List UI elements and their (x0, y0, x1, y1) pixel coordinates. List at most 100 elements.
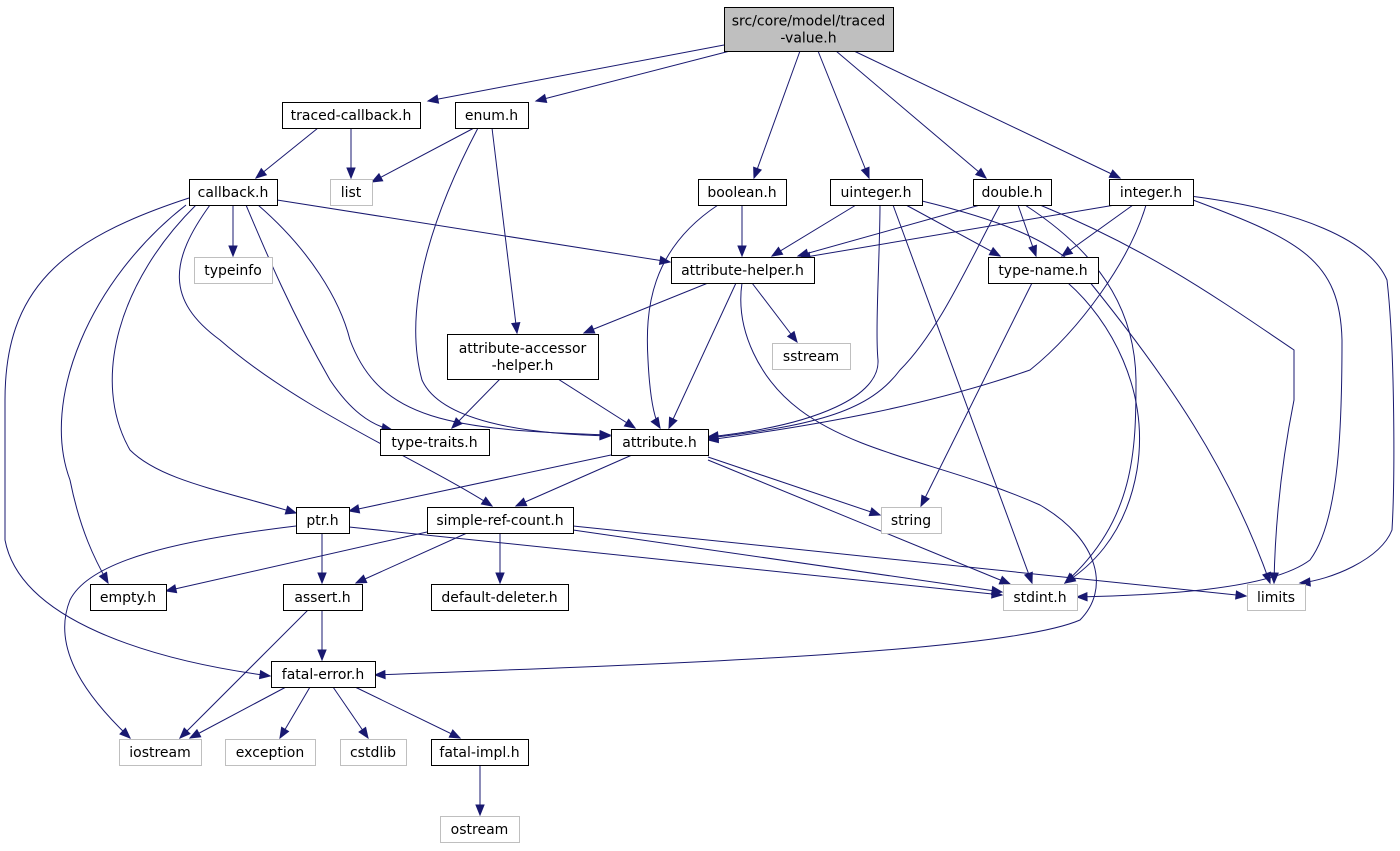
node-boolean[interactable]: boolean.h (698, 179, 787, 206)
node-type-name[interactable]: type-name.h (988, 257, 1099, 284)
node-box (830, 179, 923, 206)
node-label: ptr.h (306, 513, 338, 529)
arrowhead-icon (475, 804, 485, 817)
edge-line (583, 282, 709, 334)
edge-line (374, 282, 1097, 676)
node-uinteger[interactable]: uinteger.h (830, 179, 923, 206)
node-label: assert.h (294, 590, 350, 606)
edge-line (415, 127, 611, 437)
node-box (973, 179, 1052, 206)
edge-line (753, 50, 801, 179)
edge-line (835, 50, 987, 179)
node-attribute-helper[interactable]: attribute-helper.h (671, 257, 815, 284)
arrowhead-icon (347, 504, 361, 514)
node-assert[interactable]: assert.h (283, 584, 363, 611)
node-empty[interactable]: empty.h (90, 584, 167, 611)
node-label: exception (236, 745, 304, 761)
arrowhead-icon (650, 416, 661, 430)
node-box (1003, 584, 1078, 611)
edge-line (178, 204, 493, 507)
edge-line (491, 127, 518, 334)
node-root[interactable]: src/core/model/traced-value.h (724, 7, 894, 52)
edge-attribute-to-simple-ref-count (514, 454, 633, 507)
node-traced-callback[interactable]: traced-callback.h (282, 102, 421, 129)
arrowhead-icon (1060, 246, 1074, 257)
edge-fatal-error-to-fatal-impl (354, 686, 462, 739)
edge-integer-to-attribute (706, 204, 1147, 444)
edge-assert-to-iostream (179, 609, 309, 739)
edge-line (451, 378, 501, 429)
edge-line (4, 197, 271, 677)
edge-line (1061, 204, 1134, 257)
edge-callback-to-type-traits (245, 204, 394, 433)
node-box (988, 257, 1099, 284)
node-box (340, 739, 407, 766)
edge-line (905, 204, 1001, 257)
node-label: attribute-accessor (459, 341, 587, 357)
node-integer[interactable]: integer.h (1109, 179, 1194, 206)
node-box (772, 343, 851, 370)
edge-line (707, 204, 1001, 439)
edge-root-to-integer (853, 50, 1122, 179)
node-box (611, 429, 709, 456)
arrowhead-icon (346, 167, 356, 180)
edge-line (165, 531, 428, 592)
node-label: empty.h (100, 590, 156, 606)
edge-attribute-accessor-helper-to-type-traits (451, 378, 501, 429)
node-box (440, 816, 520, 843)
node-label: type-name.h (998, 263, 1087, 279)
node-fatal-error[interactable]: fatal-error.h (271, 661, 376, 688)
arrowhead-icon (534, 93, 548, 103)
node-box (1109, 179, 1194, 206)
node-simple-ref-count[interactable]: simple-ref-count.h (427, 507, 574, 534)
arrowhead-icon (495, 572, 505, 585)
edge-callback-to-attribute-helper (276, 199, 672, 266)
edge-line (348, 526, 1003, 596)
edge-assert-to-fatal-error (317, 610, 327, 662)
edge-attribute-helper-to-attribute (668, 282, 737, 430)
node-box (1247, 584, 1306, 611)
edge-attribute-to-ptr (347, 454, 612, 514)
node-double[interactable]: double.h (973, 179, 1052, 206)
edge-line (572, 529, 1003, 593)
edge-line (245, 204, 393, 431)
node-box (330, 179, 373, 206)
edge-line (707, 456, 881, 516)
edge-callback-to-attribute (257, 204, 612, 440)
node-label: typeinfo (204, 263, 262, 279)
node-fatal-impl[interactable]: fatal-impl.h (431, 739, 529, 766)
node-label: ostream (451, 822, 509, 838)
edge-line (1039, 204, 1295, 584)
node-label: integer.h (1120, 185, 1182, 201)
edge-line (255, 127, 319, 179)
arrowhead-icon (1028, 244, 1037, 258)
node-limits: limits (1247, 584, 1306, 611)
arrowhead-icon (258, 669, 272, 680)
node-label: list (341, 185, 362, 201)
edge-line (427, 44, 725, 102)
edge-line (111, 204, 297, 514)
arrowhead-icon (737, 245, 747, 258)
nodes-layer: src/core/model/traced-value.h traced-call… (90, 7, 1306, 843)
node-label: simple-ref-count.h (436, 513, 563, 529)
edge-line (1064, 282, 1140, 584)
arrowhead-icon (317, 649, 327, 662)
edge-line (276, 199, 671, 263)
edge-line (371, 127, 475, 183)
edges-layer (4, 44, 1395, 817)
arrowhead-icon (179, 727, 191, 739)
edge-line (707, 204, 881, 438)
node-type-traits[interactable]: type-traits.h (380, 429, 490, 456)
node-default-deleter[interactable]: default-deleter.h (431, 584, 569, 611)
node-ptr[interactable]: ptr.h (296, 507, 350, 534)
node-box (380, 429, 490, 456)
node-box (225, 739, 316, 766)
node-callback[interactable]: callback.h (189, 179, 278, 206)
node-attribute[interactable]: attribute.h (611, 429, 709, 456)
node-attribute-accessor-helper[interactable]: attribute-accessor-helper.h (447, 334, 599, 380)
node-label: attribute-helper.h (681, 263, 804, 279)
arrowhead-icon (164, 584, 178, 594)
node-enum[interactable]: enum.h (455, 102, 529, 129)
arrowhead-icon (753, 166, 763, 180)
edge-traced-callback-to-callback (254, 127, 319, 179)
